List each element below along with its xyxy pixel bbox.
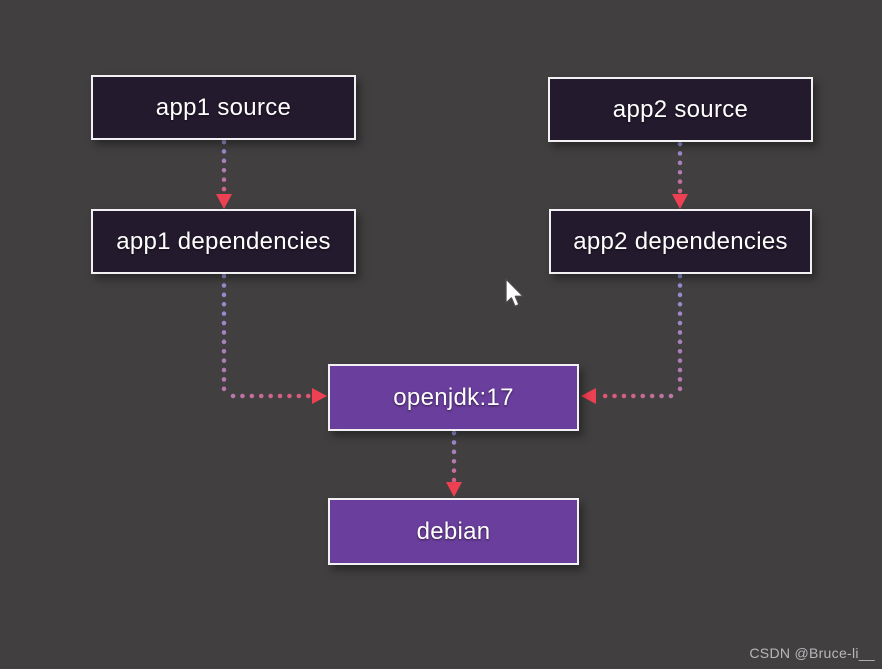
edge-app2source-to-app2deps xyxy=(672,141,688,209)
edge-app1source-to-app1deps xyxy=(216,139,232,209)
node-app2-source: app2 source xyxy=(548,77,813,142)
node-debian-label: debian xyxy=(416,517,491,545)
node-app2-dependencies-label: app2 dependencies xyxy=(573,227,788,255)
node-app2-source-label: app2 source xyxy=(612,95,749,123)
mouse-cursor xyxy=(505,278,524,307)
node-openjdk-17-label: openjdk:17 xyxy=(393,383,514,411)
edge-app1deps-to-openjdk xyxy=(221,273,327,404)
edge-openjdk-to-debian xyxy=(446,430,462,497)
node-app1-source: app1 source xyxy=(91,75,356,140)
csdn-watermark: CSDN @Bruce-li__ xyxy=(749,645,875,661)
node-app1-source-label: app1 source xyxy=(155,93,292,121)
node-debian: debian xyxy=(328,498,579,565)
node-app1-dependencies-label: app1 dependencies xyxy=(116,227,331,255)
node-app2-dependencies: app2 dependencies xyxy=(549,209,812,274)
node-app1-dependencies: app1 dependencies xyxy=(91,209,356,274)
edge-app2deps-to-openjdk xyxy=(581,273,683,404)
node-openjdk-17: openjdk:17 xyxy=(328,364,579,431)
